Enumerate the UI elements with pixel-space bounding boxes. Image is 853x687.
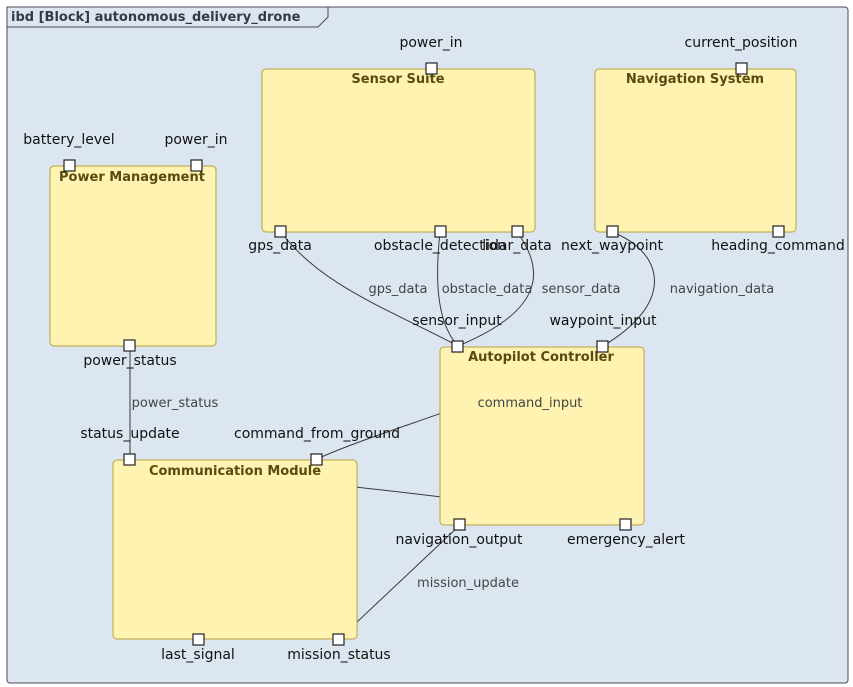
port-nav-current-position[interactable] <box>735 62 748 75</box>
block-navigation-system[interactable]: Navigation System <box>594 68 797 233</box>
block-title: Navigation System <box>626 72 764 87</box>
port-cm-last-signal[interactable] <box>192 633 205 646</box>
port-label: current_position <box>685 35 798 51</box>
port-label: waypoint_input <box>549 313 657 329</box>
block-title: Communication Module <box>149 464 321 479</box>
port-label: gps_data <box>248 238 312 254</box>
block-power-management[interactable]: Power Management <box>49 165 217 347</box>
port-label: power_status <box>83 353 176 369</box>
frame-title-tab <box>6 6 329 28</box>
port-label: obstacle_detection <box>374 238 506 254</box>
connector-mission-update[interactable] <box>338 524 461 640</box>
port-sensor-power-in[interactable] <box>425 62 438 75</box>
block-title: Autopilot Controller <box>468 350 614 365</box>
port-nav-next-waypoint[interactable] <box>606 225 619 238</box>
port-label: lidar_data <box>482 238 552 254</box>
block-autopilot-controller[interactable]: Autopilot Controller <box>439 346 645 526</box>
port-ap-navigation-output[interactable] <box>453 518 466 531</box>
port-sensor-gps-data[interactable] <box>274 225 287 238</box>
port-nav-heading-command[interactable] <box>772 225 785 238</box>
connector-label: mission_update <box>417 576 519 591</box>
port-label: heading_command <box>711 238 844 254</box>
port-cm-status-update[interactable] <box>123 453 136 466</box>
port-label: power_in <box>164 132 227 148</box>
port-label: navigation_output <box>395 532 523 548</box>
port-label: battery_level <box>23 132 114 148</box>
port-pm-power-status[interactable] <box>123 339 136 352</box>
port-ap-emergency-alert[interactable] <box>619 518 632 531</box>
port-sensor-lidar-data[interactable] <box>511 225 524 238</box>
connector-label: command_input <box>478 396 583 411</box>
connector-label: sensor_data <box>542 282 621 297</box>
connector-label: navigation_data <box>670 282 774 297</box>
port-label: power_in <box>399 35 462 51</box>
port-sensor-obstacle-detection[interactable] <box>434 225 447 238</box>
port-pm-power-in[interactable] <box>190 159 203 172</box>
port-pm-battery-level[interactable] <box>63 159 76 172</box>
port-ap-waypoint-input[interactable] <box>596 340 609 353</box>
connector-navigation-data[interactable] <box>602 231 655 347</box>
connector-sensor-data[interactable] <box>457 231 535 347</box>
port-label: command_from_ground <box>234 426 400 442</box>
port-label: status_update <box>80 426 179 442</box>
port-label: last_signal <box>161 647 235 663</box>
connector-gps-data[interactable] <box>280 231 459 347</box>
frame-title: ibd [Block] autonomous_delivery_drone <box>11 10 301 25</box>
block-communication-module[interactable]: Communication Module <box>112 459 358 640</box>
port-label: sensor_input <box>412 313 502 329</box>
port-label: emergency_alert <box>567 532 686 548</box>
port-ap-sensor-input[interactable] <box>451 340 464 353</box>
port-cm-command-from-ground[interactable] <box>310 453 323 466</box>
connector-obstacle-data[interactable] <box>437 231 459 347</box>
port-cm-mission-status[interactable] <box>332 633 345 646</box>
connector-label: power_status <box>132 396 219 411</box>
port-label: next_waypoint <box>561 238 664 254</box>
block-sensor-suite[interactable]: Sensor Suite <box>261 68 536 233</box>
block-title: Sensor Suite <box>351 72 444 87</box>
port-label: mission_status <box>287 647 390 663</box>
connector-label: gps_data <box>368 282 427 297</box>
block-title: Power Management <box>59 170 205 185</box>
connector-label: obstacle_data <box>442 282 533 297</box>
